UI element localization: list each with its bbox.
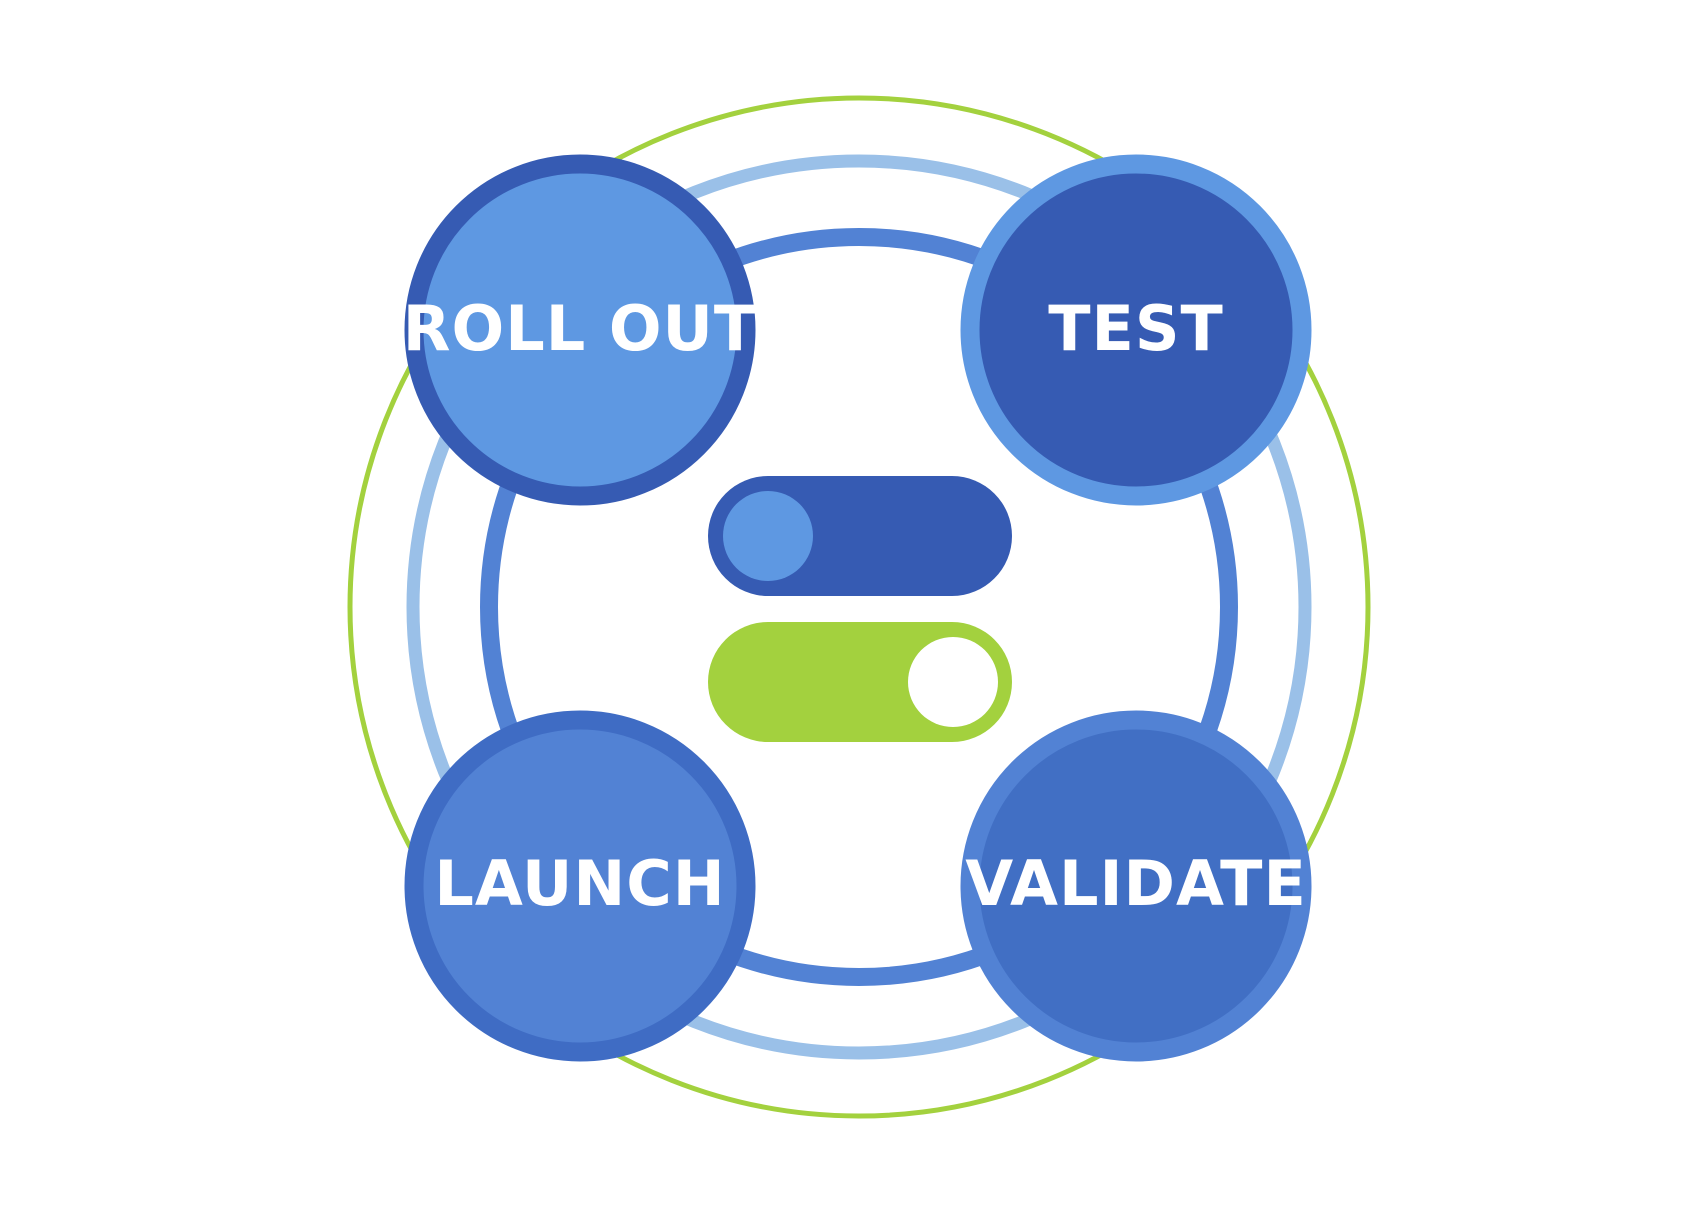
stage-validate: VALIDATE xyxy=(960,710,1312,1062)
stage-test-circle xyxy=(960,154,1312,506)
toggle-switch-off xyxy=(708,476,1012,596)
toggle-switch-on-knob xyxy=(908,637,998,727)
middle-ring xyxy=(406,154,1312,1060)
stage-roll-out: ROLL OUT xyxy=(403,154,757,506)
stage-launch-circle xyxy=(404,710,756,1062)
stage-test-label: TEST xyxy=(1048,292,1224,365)
stage-roll-out-circle xyxy=(404,154,756,506)
toggle-switch-on xyxy=(708,622,1012,742)
stage-validate-label: VALIDATE xyxy=(965,847,1307,920)
inner-ring xyxy=(480,228,1238,986)
stage-launch-label: LAUNCH xyxy=(434,847,725,920)
outer-ring xyxy=(347,95,1371,1119)
stage-test: TEST xyxy=(960,154,1312,506)
stage-roll-out-label: ROLL OUT xyxy=(403,292,757,365)
stage-validate-circle xyxy=(960,710,1312,1062)
stage-launch: LAUNCH xyxy=(404,710,756,1062)
toggle-switch-off-knob xyxy=(723,491,813,581)
